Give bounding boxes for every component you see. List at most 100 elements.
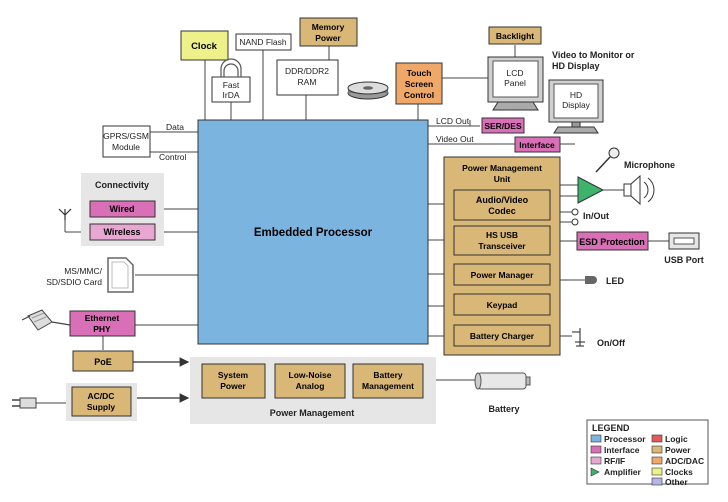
audio-jack-icons (571, 208, 579, 226)
av-codec-block (453, 189, 551, 221)
legend-label-amplifier: Amplifier (604, 467, 642, 477)
keypad-block (453, 293, 551, 316)
sd-card-icon (107, 257, 134, 293)
on-off-label: On/Off (597, 338, 626, 348)
low-noise-analog-block (274, 363, 346, 399)
ethernet-phy-block (69, 310, 136, 337)
led-label: LED (606, 276, 625, 286)
legend-swatch-clocks (651, 467, 663, 476)
system-power-line-1: System (218, 370, 249, 380)
legend-swatch-interface (590, 445, 602, 454)
antenna-icon (58, 208, 72, 220)
ms-card-line-2: SD/SDIO Card (46, 277, 102, 287)
legend-title: LEGEND (592, 423, 630, 433)
nand-flash-label: NAND Flash (239, 37, 287, 47)
clock-block (180, 30, 229, 61)
hs-usb-line-2: Transceiver (478, 241, 526, 251)
low-noise-line-2: Analog (296, 381, 325, 391)
battery-mgmt-line-2: Management (362, 381, 414, 391)
memory-power-line-1: Memory (312, 22, 345, 32)
embedded-processor-label: Embedded Processor (254, 227, 373, 239)
led-icon (585, 276, 597, 284)
usb-port-label: USB Port (664, 255, 704, 265)
poe-block (72, 350, 134, 372)
hd-display-icon (548, 79, 604, 134)
fast-irda-block (211, 76, 251, 103)
lcd-panel-line-2: Panel (504, 78, 526, 88)
amplifier-icon (577, 176, 605, 204)
acdc-line-2: Supply (87, 402, 116, 412)
power-plug-icon (12, 397, 37, 409)
pmu-line-1: Power Management (462, 163, 542, 173)
low-noise-line-1: Low-Noise (289, 370, 332, 380)
lcd-panel-line-1: LCD (506, 68, 523, 78)
hd-display-line-1: HD (570, 90, 582, 100)
wireless-block (89, 223, 156, 241)
touch-screen-line-1: Touch (407, 68, 432, 78)
power-manager-block (453, 263, 551, 286)
lcd-out-label: LCD Out (436, 116, 470, 126)
nand-flash-block (235, 33, 292, 51)
video-monitor-line-1: Video to Monitor or (552, 50, 635, 60)
keypad-label: Keypad (487, 300, 518, 310)
fast-irda-line-1: Fast (223, 80, 240, 90)
legend-swatch-adc-dac (651, 456, 663, 465)
legend-label-interface: Interface (604, 445, 640, 455)
legend-swatch-other (651, 477, 663, 486)
memory-power-block (299, 17, 358, 47)
touch-screen-line-2: Screen (405, 79, 433, 89)
video-monitor-line-2: HD Display (552, 61, 600, 71)
battery-charger-label: Battery Charger (470, 331, 535, 341)
hs-usb-line-1: HS USB (486, 230, 518, 240)
switch-icon (572, 328, 585, 347)
interface-label: Interface (519, 140, 555, 150)
power-management-label: Power Management (270, 408, 355, 418)
ser-des-block (481, 117, 525, 134)
battery-management-block (352, 363, 424, 399)
legend-swatch-processor (590, 434, 602, 443)
microphone-icon (595, 147, 620, 173)
hs-usb-block (453, 225, 551, 256)
ddr-ram-line-2: RAM (298, 77, 317, 87)
esd-protection-label: ESD Protection (579, 237, 645, 247)
hd-display-line-2: Display (562, 100, 591, 110)
legend-label-clocks: Clocks (665, 467, 693, 477)
legend-label-adc-dac: ADC/DAC (665, 456, 704, 466)
speaker-icon (623, 174, 655, 206)
ethernet-connector-icon (21, 309, 71, 331)
legend-label-rf-if: RF/IF (604, 456, 625, 466)
gprs-gsm-module-block (102, 125, 151, 158)
control-label: Control (159, 152, 187, 162)
wireless-label: Wireless (104, 227, 141, 237)
wired-block (89, 200, 156, 218)
fast-irda-line-2: IrDA (223, 90, 240, 100)
ethernet-phy-line-2: PHY (93, 324, 111, 334)
gprs-line-2: Module (112, 142, 140, 152)
acdc-supply-block (71, 386, 132, 417)
legend-label-logic: Logic (665, 434, 688, 444)
poe-label: PoE (94, 357, 112, 367)
legend-swatch-logic (651, 434, 663, 443)
backlight-block (488, 26, 542, 45)
ethernet-phy-line-1: Ethernet (85, 313, 120, 323)
embedded-processor-block (197, 119, 429, 345)
system-power-block (201, 363, 266, 399)
battery-icon (474, 372, 531, 390)
wired-label: Wired (110, 204, 135, 214)
in-out-label: In/Out (583, 211, 609, 221)
pmu-line-2: Unit (494, 174, 511, 184)
legend-label-power: Power (665, 445, 691, 455)
clock-label: Clock (191, 41, 218, 52)
battery-charger-block (453, 324, 551, 347)
interface-block (514, 136, 561, 153)
lcd-panel-icon (487, 56, 544, 111)
battery-mgmt-line-1: Battery (373, 370, 403, 380)
esd-protection-block (576, 231, 649, 251)
system-power-line-2: Power (220, 381, 246, 391)
irda-lock-icon (220, 58, 242, 77)
legend-label-other: Other (665, 477, 688, 487)
acdc-line-1: AC/DC (88, 391, 115, 401)
legend-swatch-amplifier (590, 467, 600, 477)
microphone-label: Microphone (624, 160, 675, 170)
